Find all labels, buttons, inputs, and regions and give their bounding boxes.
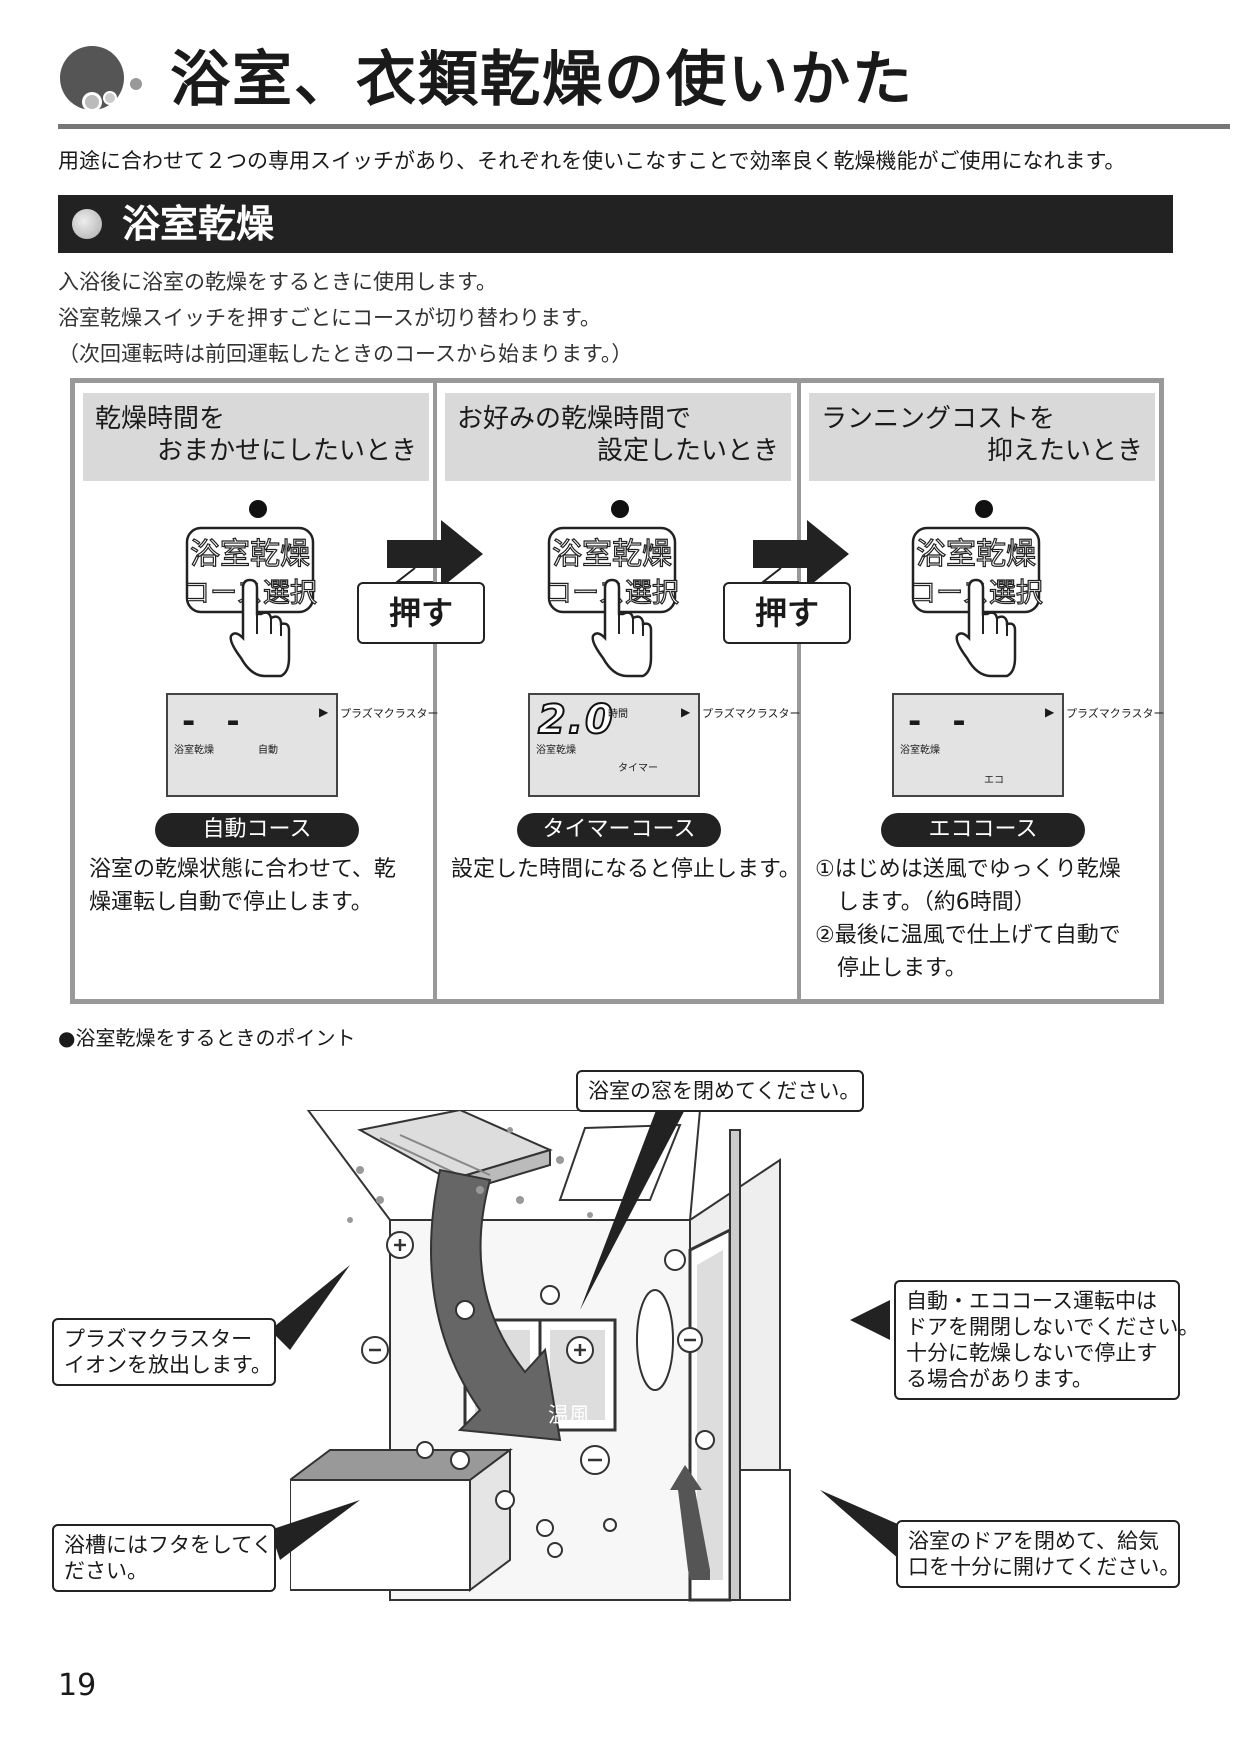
course-header-line2: 設定したいとき (596, 436, 779, 466)
desc-line: ①はじめは送風でゆっくり乾燥 (815, 857, 1121, 882)
desc-line: 停止します。 (837, 956, 967, 981)
intake-arrow-icon (670, 1465, 710, 1580)
desc-line: ②最後に温風で仕上げて自動で (815, 923, 1121, 948)
section-header: 浴室乾燥 (58, 195, 1173, 253)
lcd-mode-label: エコ (984, 775, 1004, 786)
lcd-mode-label: タイマー (618, 763, 658, 774)
section-desc-line: 入浴後に浴室の乾燥をするときに使用します。 (58, 270, 497, 294)
callout-line: 自動・エココース運転中は (906, 1289, 1157, 1313)
ion-particles (361, 1231, 715, 1558)
lcd-mode-label: 自動 (258, 745, 278, 756)
column-divider (433, 383, 437, 999)
lcd-display: 2.0 時間 ▶ プラズマクラスター 浴室乾燥 タイマー (528, 693, 801, 797)
course-header: ランニングコストを 抑えたいとき (809, 393, 1155, 481)
points-heading: ●浴室乾燥をするときのポイント (58, 1026, 356, 1050)
bath-dry-course-button[interactable]: 浴室乾燥 コース選択 (547, 526, 693, 686)
desc-line: します。（約6時間） (837, 890, 1036, 915)
push-arrow: 押す (357, 520, 493, 650)
ion-signs (369, 1239, 696, 1462)
course-header-line1: 乾燥時間を (95, 404, 226, 434)
lcd-time-value: 2.0 (537, 697, 615, 743)
course-description: 設定した時間になると停止します。 (451, 853, 801, 886)
callout-window: 浴室の窓を閉めてください。 (576, 1070, 864, 1112)
callout-line: 浴槽にはフタをしてく (64, 1533, 273, 1557)
lcd-dash: - - (182, 702, 250, 740)
desc-line: 燥運転し自動で停止します。 (89, 890, 373, 915)
callout-line: る場合があります。 (906, 1367, 1093, 1391)
callout-vent: 浴室のドアを閉めて、給気 口を十分に開けてください。 (896, 1520, 1180, 1588)
mirror-icon (636, 1289, 674, 1391)
course-description: ①はじめは送風でゆっくり乾燥 します。（約6時間） ②最後に温風で仕上げて自動で… (815, 853, 1155, 985)
button-label-line1: 浴室乾燥 (552, 537, 672, 572)
callout-line: プラズマクラスター (64, 1327, 253, 1351)
lcd-dash: - - (908, 702, 976, 740)
lcd-bath-dry-label: 浴室乾燥 (174, 745, 214, 756)
warm-air-arrow-icon (430, 1168, 562, 1442)
course-column-timer: お好みの乾燥時間で 設定したいとき 浴室乾燥 コース選択 2.0 時間 ▶ プラ… (437, 383, 851, 999)
lcd-plasma-label: プラズマクラスター (702, 707, 801, 720)
course-table: 乾燥時間を おまかせにしたいとき 浴室乾燥 コース選択 - - ▶ プラズマクラ… (70, 378, 1165, 1004)
lcd-display: - - ▶ プラズマクラスター 浴室乾燥 自動 (166, 693, 439, 797)
desc-line: 設定した時間になると停止します。 (451, 857, 801, 882)
callout-line: ドアを開閉しないでください。 (906, 1315, 1200, 1339)
course-header: 乾燥時間を おまかせにしたいとき (83, 393, 429, 481)
course-header: お好みの乾燥時間で 設定したいとき (445, 393, 791, 481)
callout-line: イオンを放出します。 (64, 1353, 272, 1377)
course-header-line1: ランニングコストを (821, 404, 1056, 434)
lcd-arrow-icon: ▶ (319, 705, 329, 719)
course-header-line2: おまかせにしたいとき (156, 436, 417, 466)
bath-dry-course-button[interactable]: 浴室乾燥 コース選択 (185, 526, 331, 686)
section-title: 浴室乾燥 (122, 202, 275, 246)
callout-door: 自動・エココース運転中は ドアを開閉しないでください。 十分に乾燥しないで停止す… (894, 1280, 1200, 1400)
button-label-line1: 浴室乾燥 (190, 537, 310, 572)
page-number: 19 (58, 1668, 97, 1703)
lcd-arrow-icon: ▶ (1045, 705, 1055, 719)
lcd-time-unit: 時間 (608, 709, 628, 720)
intro-text: 用途に合わせて２つの専用スイッチがあり、それぞれを使いこなすことで効率良く乾燥機… (58, 149, 1126, 173)
title-bullet-icon (60, 46, 142, 112)
course-description: 浴室の乾燥状態に合わせて、乾 燥運転し自動で停止します。 (89, 853, 429, 919)
indicator-lamp-icon (611, 500, 629, 518)
callout-line: ださい。 (64, 1559, 148, 1583)
push-label: 押す (357, 582, 485, 644)
lcd-plasma-label: プラズマクラスター (1066, 707, 1165, 720)
callout-plasma: プラズマクラスター イオンを放出します。 (52, 1318, 276, 1386)
bath-dry-course-button[interactable]: 浴室乾燥 コース選択 (911, 526, 1057, 686)
button-label-line1: 浴室乾燥 (916, 537, 1036, 572)
indicator-lamp-icon (249, 500, 267, 518)
course-badge: 自動コース (155, 813, 359, 847)
warm-air-label: 温風 (548, 1403, 590, 1427)
callout-line: 十分に乾燥しないで停止す (906, 1341, 1158, 1365)
desc-line: 浴室の乾燥状態に合わせて、乾 (89, 857, 396, 882)
lcd-display: - - ▶ プラズマクラスター 浴室乾燥 エコ (892, 693, 1165, 797)
lcd-bath-dry-label: 浴室乾燥 (900, 745, 940, 756)
lcd-bath-dry-label: 浴室乾燥 (536, 745, 576, 756)
section-bullet-icon (72, 209, 102, 239)
door-icon (688, 1129, 791, 1602)
course-column-auto: 乾燥時間を おまかせにしたいとき 浴室乾燥 コース選択 - - ▶ プラズマクラ… (75, 383, 485, 999)
callout-line: 口を十分に開けてください。 (908, 1555, 1181, 1579)
section-desc-line: （次回運転時は前回運転したときのコースから始まります。） (58, 342, 633, 366)
lcd-arrow-icon: ▶ (681, 705, 691, 719)
course-badge: タイマーコース (517, 813, 721, 847)
push-label: 押す (723, 582, 851, 644)
bathroom-illustration (290, 1110, 791, 1602)
course-column-eco: ランニングコストを 抑えたいとき 浴室乾燥 コース選択 - - ▶ プラズマクラ… (801, 383, 1165, 999)
course-header-line2: 抑えたいとき (986, 436, 1143, 466)
callout-line: 浴室の窓を閉めてください。 (588, 1079, 861, 1103)
indicator-lamp-icon (975, 500, 993, 518)
callout-tub: 浴槽にはフタをしてく ださい。 (52, 1524, 276, 1592)
column-divider (797, 383, 801, 999)
ion-dots (347, 1127, 593, 1223)
section-desc-line: 浴室乾燥スイッチを押すごとにコースが切り替わります。 (58, 306, 601, 330)
push-arrow: 押す (723, 520, 859, 650)
page-title: 浴室、衣類乾燥の使いかた (170, 45, 914, 115)
course-badge: エココース (881, 813, 1085, 847)
callout-line: 浴室のドアを閉めて、給気 (908, 1529, 1159, 1553)
lcd-plasma-label: プラズマクラスター (340, 707, 439, 720)
course-header-line1: お好みの乾燥時間で (457, 404, 692, 434)
title-rule (58, 124, 1230, 129)
